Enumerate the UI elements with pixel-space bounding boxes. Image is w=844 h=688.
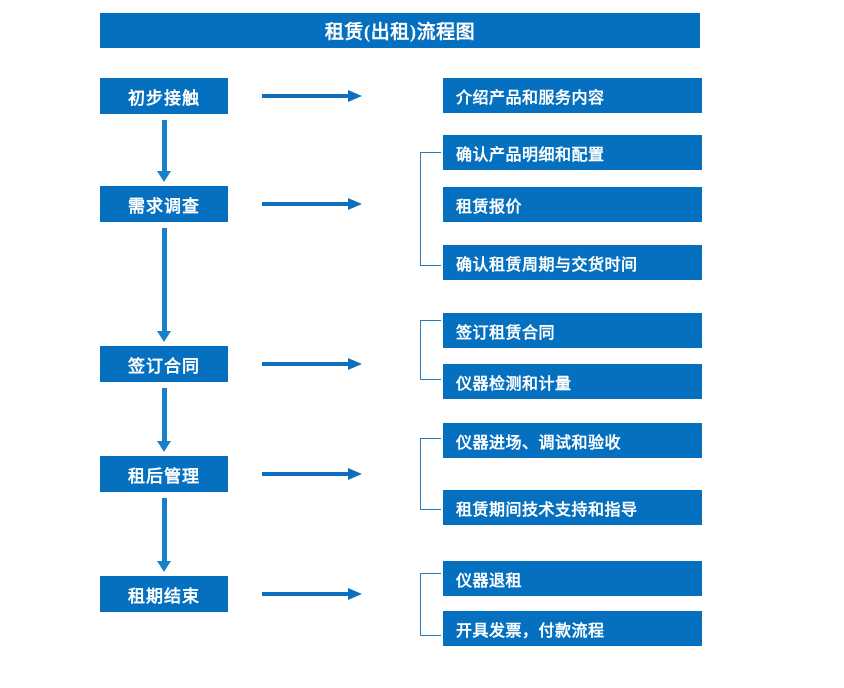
arrow-shaft (262, 472, 350, 476)
arrow-shaft (162, 228, 167, 331)
detail-box-2[interactable]: 确认产品明细和配置 (443, 135, 702, 170)
detail-box-9[interactable]: 仪器退租 (443, 561, 702, 596)
group-bracket-3 (420, 438, 441, 510)
stage-box-4[interactable]: 租后管理 (100, 456, 228, 492)
arrow-shaft (262, 362, 350, 366)
horizontal-arrow-4 (262, 467, 362, 481)
group-bracket-4 (420, 573, 441, 636)
horizontal-arrow-3 (262, 357, 362, 371)
arrow-shaft (162, 388, 167, 441)
stage-box-5[interactable]: 租期结束 (100, 576, 228, 612)
arrow-head-icon (348, 468, 362, 480)
detail-box-7[interactable]: 仪器进场、调试和验收 (443, 423, 702, 458)
group-bracket-2 (420, 320, 441, 380)
page-title: 租赁(出租)流程图 (100, 13, 700, 48)
vertical-arrow-4 (157, 498, 171, 572)
stage-box-3[interactable]: 签订合同 (100, 346, 228, 382)
stage-box-1[interactable]: 初步接触 (100, 78, 228, 114)
vertical-arrow-2 (157, 228, 171, 342)
detail-box-5[interactable]: 签订租赁合同 (443, 313, 702, 348)
detail-box-4[interactable]: 确认租赁周期与交货时间 (443, 245, 702, 280)
vertical-arrow-1 (157, 120, 171, 182)
arrow-head-icon (157, 171, 171, 182)
horizontal-arrow-1 (262, 89, 362, 103)
horizontal-arrow-2 (262, 197, 362, 211)
arrow-shaft (262, 202, 350, 206)
stage-box-2[interactable]: 需求调查 (100, 186, 228, 222)
arrow-head-icon (157, 441, 171, 452)
arrow-shaft (162, 120, 167, 171)
vertical-arrow-3 (157, 388, 171, 452)
detail-box-1[interactable]: 介绍产品和服务内容 (443, 78, 702, 113)
detail-box-10[interactable]: 开具发票，付款流程 (443, 611, 702, 646)
arrow-head-icon (157, 331, 171, 342)
arrow-head-icon (348, 358, 362, 370)
detail-box-6[interactable]: 仪器检测和计量 (443, 364, 702, 399)
arrow-shaft (262, 592, 350, 596)
arrow-head-icon (157, 561, 171, 572)
arrow-head-icon (348, 588, 362, 600)
detail-box-3[interactable]: 租赁报价 (443, 187, 702, 222)
arrow-head-icon (348, 90, 362, 102)
arrow-head-icon (348, 198, 362, 210)
horizontal-arrow-5 (262, 587, 362, 601)
arrow-shaft (162, 498, 167, 561)
group-bracket-1 (420, 152, 441, 266)
arrow-shaft (262, 94, 350, 98)
detail-box-8[interactable]: 租赁期间技术支持和指导 (443, 490, 702, 525)
